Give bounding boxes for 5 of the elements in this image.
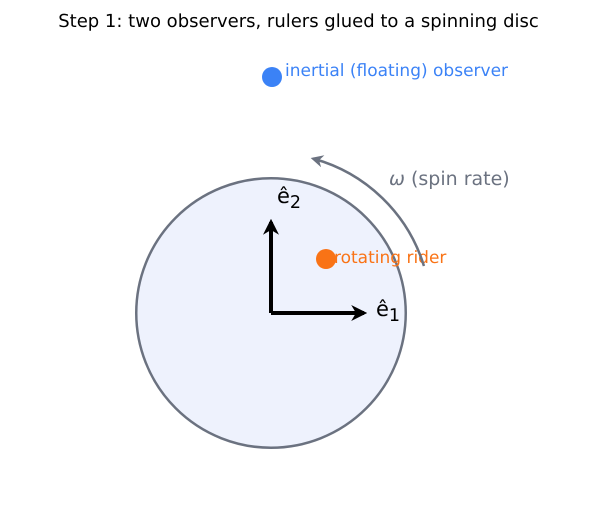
title: Step 1: two observers, rulers glued to a spinning disc bbox=[57, 11, 540, 32]
axis-label: ê$_{1}$ bbox=[376, 297, 400, 326]
observer-label: inertial (floating) observer bbox=[285, 61, 508, 81]
axis-label: ê$_{2}$ bbox=[277, 184, 302, 214]
spin-rate-label: ω (spin rate) bbox=[389, 168, 510, 190]
